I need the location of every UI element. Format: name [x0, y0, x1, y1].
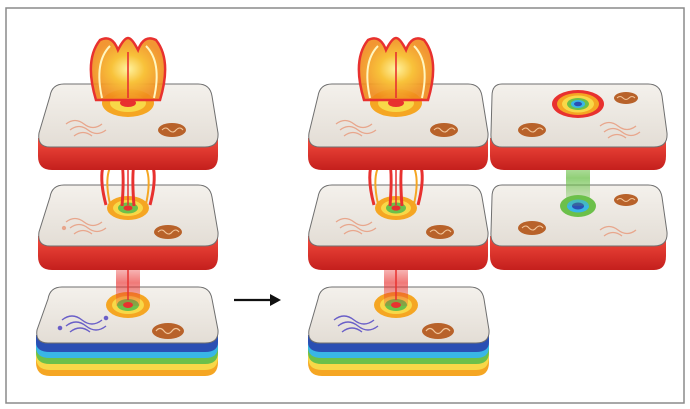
mitochondrion [518, 123, 546, 137]
cell-right-neighbour-top [490, 84, 667, 170]
mitochondrion [518, 221, 546, 235]
mitochondrion [430, 123, 458, 137]
transition-arrow [234, 294, 281, 306]
mitochondrion [614, 92, 638, 104]
signal-emitter-bulb [359, 38, 433, 100]
mitochondrion [426, 225, 454, 239]
cell-left-top [38, 38, 218, 170]
mitochondrion [154, 225, 182, 239]
receiving-rings [552, 90, 604, 118]
left-panel [36, 38, 218, 376]
cell-right-top [308, 38, 488, 170]
mitochondrion [152, 323, 184, 339]
mitochondrion [422, 323, 454, 339]
mitochondrion [158, 123, 186, 137]
mitochondrion [614, 194, 638, 206]
signal-emitter-bulb [91, 38, 165, 100]
right-panel [308, 38, 667, 376]
